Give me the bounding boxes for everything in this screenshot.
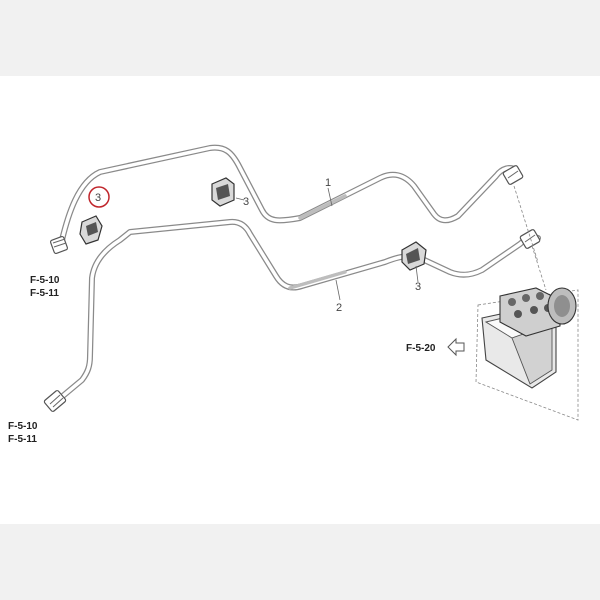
ref-bottom-left-a: F-5-10	[8, 421, 38, 432]
leader-lines	[235, 187, 419, 301]
callout-pipe-1: 1	[325, 177, 331, 189]
ref-abs-unit: F-5-20	[406, 343, 436, 354]
pipe-clip-left	[79, 215, 103, 245]
callout-clip-right: 3	[415, 281, 421, 293]
abs-ref-arrow	[447, 337, 465, 357]
fitting-top-left	[49, 235, 69, 255]
fitting-mid-right	[519, 229, 541, 249]
callout-clip-circled: 3	[95, 192, 101, 204]
ref-top-left-b: F-5-11	[30, 288, 59, 299]
callout-clip-mid: 3	[243, 196, 249, 208]
fitting-bottom-left	[43, 390, 67, 412]
callout-pipe-2: 2	[336, 302, 342, 314]
pipe-clip-right	[401, 241, 427, 271]
abs-hydraulic-unit	[481, 287, 577, 389]
highlight-circle	[88, 186, 110, 208]
ref-bottom-left-b: F-5-11	[8, 434, 37, 445]
pipe-clip-mid	[211, 177, 235, 207]
brake-pipe-1	[59, 144, 519, 243]
ref-top-left-a: F-5-10	[30, 275, 60, 286]
fitting-top-right	[502, 165, 524, 185]
brake-pipe-2	[55, 218, 541, 403]
